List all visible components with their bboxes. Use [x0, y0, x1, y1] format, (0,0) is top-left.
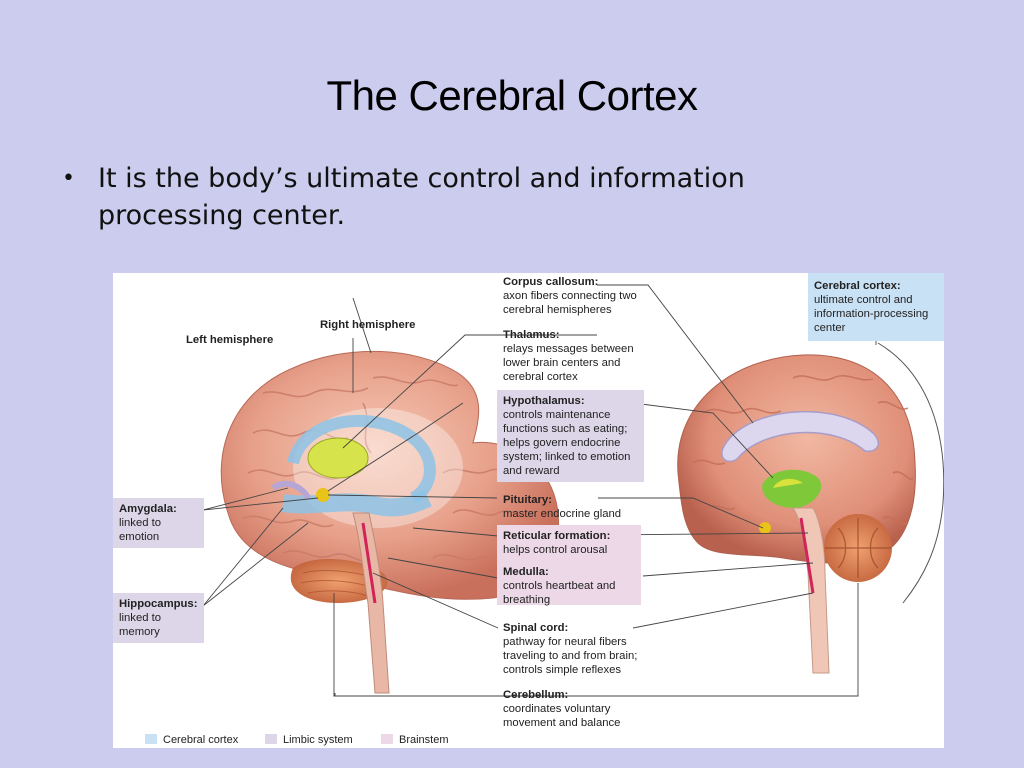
callout-title: Corpus callosum:	[503, 276, 599, 288]
callout-title: Reticular formation:	[503, 530, 611, 542]
callout-hypothalamus: Hypothalamus: controls maintenance funct…	[497, 390, 644, 482]
right-brain-illustration	[677, 342, 944, 674]
brainstem-callout-group: Reticular formation: helps control arous…	[497, 525, 641, 607]
legend-label: Cerebral cortex	[163, 734, 239, 746]
callout-corpus-callosum: Corpus callosum: axon fibers connecting …	[501, 275, 655, 317]
callout-cerebellum: Cerebellum: coordinates voluntary moveme…	[501, 688, 655, 730]
callout-title: Hippocampus:	[119, 598, 198, 610]
callout-pituitary: Pituitary: master endocrine gland	[501, 493, 655, 521]
callout-text: linked to emotion	[119, 517, 162, 543]
callout-text: ultimate control and information-process…	[814, 294, 929, 334]
legend-item-cerebral-cortex: Cerebral cortex	[145, 734, 238, 746]
legend-item-brainstem: Brainstem	[381, 734, 449, 746]
callout-title: Amygdala:	[119, 503, 177, 515]
callout-text: controls heartbeat and breathing	[503, 580, 616, 606]
callout-title: Medulla:	[503, 566, 549, 578]
callout-title: Hypothalamus:	[503, 395, 585, 407]
slide-title: The Cerebral Cortex	[326, 72, 698, 119]
callout-amygdala: Amygdala: linked to emotion	[113, 498, 204, 548]
right-hemisphere-label: Right hemisphere	[320, 319, 416, 331]
legend-swatch	[145, 734, 157, 744]
brain-diagram: Left hemisphere Right hemisphere Corpus …	[113, 273, 944, 748]
legend-label: Brainstem	[399, 734, 449, 746]
callout-spinal-cord: Spinal cord: pathway for neural fibers t…	[501, 621, 665, 677]
callout-text: pathway for neural fibers traveling to a…	[503, 636, 638, 676]
legend-swatch	[265, 734, 277, 744]
callout-title: Thalamus:	[503, 329, 560, 341]
callout-reticular-formation: Reticular formation: helps control arous…	[503, 529, 635, 557]
callout-text: relays messages between lower brain cent…	[503, 343, 634, 383]
callout-title: Cerebellum:	[503, 689, 569, 701]
left-hemisphere-label: Left hemisphere	[186, 334, 274, 346]
callout-text: master endocrine gland	[503, 508, 622, 520]
callout-hippocampus: Hippocampus: linked to memory	[113, 593, 204, 643]
bullet-text: It is the body’s ultimate control and in…	[98, 163, 745, 231]
callout-title: Spinal cord:	[503, 622, 569, 634]
left-brain-illustration	[220, 350, 560, 694]
callout-title: Cerebral cortex:	[814, 280, 901, 292]
bullet-dot: •	[62, 166, 75, 191]
callout-text: linked to memory	[119, 612, 162, 638]
callout-thalamus: Thalamus: relays messages between lower …	[501, 328, 655, 384]
callout-text: axon fibers connecting two cerebral hemi…	[503, 290, 637, 316]
callout-title: Pituitary:	[503, 494, 552, 506]
callout-text: helps control arousal	[503, 544, 608, 556]
callout-cerebral-cortex: Cerebral cortex: ultimate control and in…	[808, 273, 944, 341]
callout-text: controls maintenance functions such as e…	[503, 409, 631, 477]
legend-label: Limbic system	[283, 734, 353, 746]
callout-leader-lines	[202, 284, 859, 697]
legend-swatch	[381, 734, 393, 744]
callout-medulla: Medulla: controls heartbeat and breathin…	[503, 565, 635, 607]
brain-illustration	[202, 284, 944, 697]
legend-item-limbic-system: Limbic system	[265, 734, 353, 746]
callout-text: coordinates voluntary movement and balan…	[503, 703, 621, 729]
